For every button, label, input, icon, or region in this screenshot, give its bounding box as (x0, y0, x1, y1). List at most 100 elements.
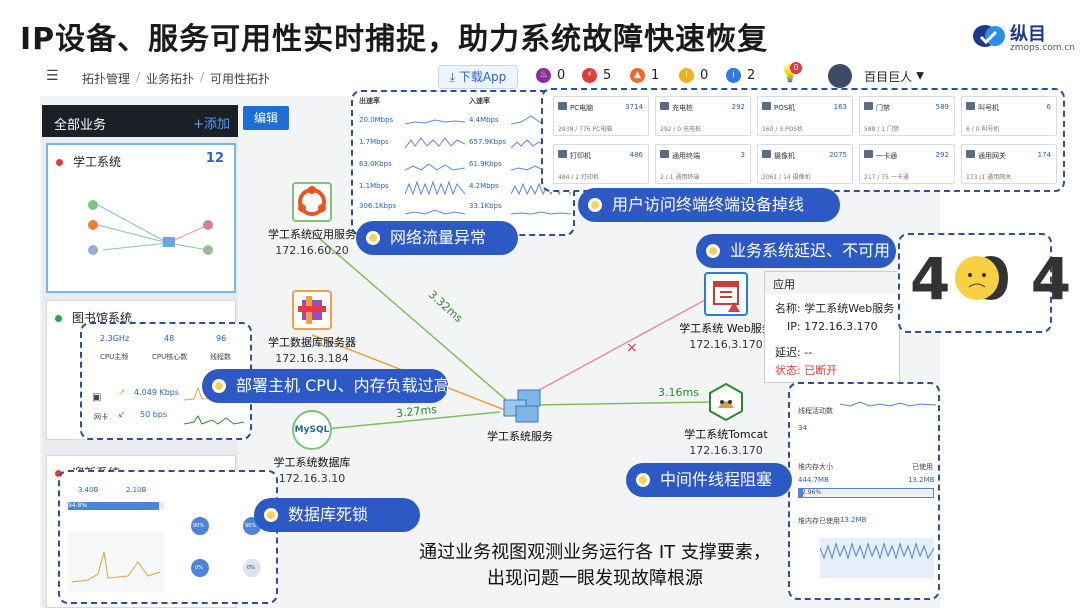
node-service[interactable]: 学工系统服务 (480, 388, 560, 444)
add-business-button[interactable]: +添加 (193, 117, 230, 132)
breadcrumb-item[interactable]: 拓扑管理 (82, 72, 131, 86)
node-label: 学工系统服务 (487, 430, 553, 443)
db-gauge-value: 0% (195, 565, 203, 571)
node-database[interactable]: MySQL 学工系统数据库 172.16.3.10 (262, 410, 362, 485)
node-ip: 172.16.3.184 (275, 352, 349, 365)
ubuntu-icon (292, 182, 332, 222)
node-web[interactable]: 学工系统 Web服务 172.16.3.170 (670, 272, 782, 351)
device-sub: 173 /1 通用网关 (966, 174, 1012, 181)
database-widget: 3.40B 2.10B 94.8% 90% 96% 0% 0% (58, 470, 278, 604)
node-tomcat[interactable]: 学工系统Tomcat 172.16.3.170 (676, 382, 776, 457)
alert-warning[interactable]: !0 (679, 68, 708, 86)
device-name: 摄像机 (774, 152, 795, 160)
breadcrumb-item[interactable]: 业务拓扑 (146, 72, 195, 86)
heap-total: 444.7MB (798, 476, 829, 484)
traffic-out-value: 63.0Kbps (359, 160, 392, 168)
node-ip: 172.16.3.10 (278, 472, 346, 485)
alert-high[interactable]: ⚡5 (582, 68, 611, 86)
status-dot (55, 470, 62, 477)
alert-count: 2 (747, 68, 756, 83)
download-label: 下载App (458, 70, 507, 84)
traffic-in-value: 33.1Kbps (469, 202, 502, 210)
callout-text: 中间件线程阻塞 (660, 470, 773, 489)
heap-progress-label: 2.96% (802, 489, 822, 496)
callout-text: 数据库死锁 (288, 505, 369, 524)
node-ip: 172.16.3.170 (689, 444, 763, 457)
traffic-header-in: 入速率 (469, 97, 490, 105)
thread-value: 34 (798, 424, 807, 432)
business-list-title: 全部业务 (54, 118, 107, 133)
business-list-header: 全部业务 +添加 (42, 105, 238, 137)
node-label: 学工系统应用服务 (268, 228, 356, 241)
alert-count: 5 (603, 68, 612, 83)
menu-icon[interactable]: ☰ (46, 68, 59, 84)
device-count: 174 (1037, 151, 1051, 159)
heap-size-label: 堆内存大小 (798, 463, 833, 471)
card-icon (864, 150, 873, 158)
device-count: 163 (833, 103, 847, 111)
link-db-service (314, 411, 501, 431)
cpu-frequency-label: CPU主频 (100, 353, 129, 361)
device-sub: 588 / 1 门禁 (864, 126, 900, 133)
device-sub: 484 / 2 打印机 (558, 174, 600, 181)
terminal-icon (660, 150, 669, 158)
traffic-sparklines-out (405, 119, 465, 215)
download-app-button[interactable]: ⤓ 下载App (438, 65, 518, 89)
sad-face-icon (955, 256, 999, 300)
cpu-cores-label: CPU核心数 (152, 353, 188, 361)
fire-icon: ♨ (536, 68, 551, 83)
callout-dot-icon (264, 508, 278, 522)
node-app-server[interactable]: 学工系统应用服务 172.16.60.20 (262, 182, 362, 257)
device-count: 3 (740, 151, 745, 159)
node-ip: 172.16.3.170 (689, 338, 763, 351)
summary-line: 出现问题一眼发现故障根源 (487, 568, 703, 589)
app-card-delay-row: 延迟: -- (775, 344, 812, 360)
callout-dot-icon (706, 244, 720, 258)
alert-medium[interactable]: ▲1 (630, 68, 659, 86)
notification-badge: 0 (790, 62, 802, 74)
heap-chart-value: 13.2MB (840, 516, 867, 524)
app-ip: 172.16.3.170 (804, 320, 878, 333)
node-ip: 172.16.60.20 (275, 244, 349, 257)
edit-button[interactable]: 编辑 (243, 106, 289, 130)
device-name: 打印机 (570, 152, 591, 160)
field-label: 延迟: (775, 346, 801, 359)
callout-latency: 业务系统延迟、不可用 (696, 234, 896, 268)
callout-text: 网络流量异常 (390, 228, 487, 247)
user-menu[interactable]: 百目巨人 ▼ (828, 64, 924, 88)
traffic-out-value: 306.1Kbps (359, 202, 397, 210)
notification-bell[interactable]: 💡 0 (780, 62, 802, 83)
business-card-title: 学工系统 (56, 153, 121, 170)
page-title: IP设备、服务可用性实时捕捉，助力系统故障快速恢复 (20, 22, 769, 57)
node-label: 学工系统数据库 (273, 456, 351, 469)
device-name: 一卡通 (876, 152, 897, 160)
business-card-xuegong[interactable]: 学工系统 12 (46, 143, 236, 293)
warning-icon: ! (679, 68, 694, 83)
callout-terminal: 用户访问终端终端设备掉线 (578, 188, 840, 222)
cpu-frequency: 2.3GHz (100, 334, 130, 343)
node-label: 学工系统Tomcat (684, 428, 768, 441)
node-db-server[interactable]: 学工数据库服务器 172.16.3.184 (262, 290, 362, 365)
avatar (828, 64, 852, 88)
alert-critical[interactable]: ♨0 (536, 68, 565, 86)
app-detail-card: 应用 名称: 学工系统Web服务 IP: 172.16.3.170 延迟: --… (764, 271, 900, 383)
device-name: 门禁 (876, 104, 890, 112)
node-label: 学工系统 Web服务 (679, 322, 773, 335)
traffic-header-out: 出速率 (359, 97, 380, 105)
web-server-error-icon (704, 272, 748, 316)
device-name: 充电桩 (672, 104, 693, 112)
callout-middleware: 中间件线程阻塞 (626, 463, 792, 497)
heap-progress-bar (798, 488, 934, 498)
